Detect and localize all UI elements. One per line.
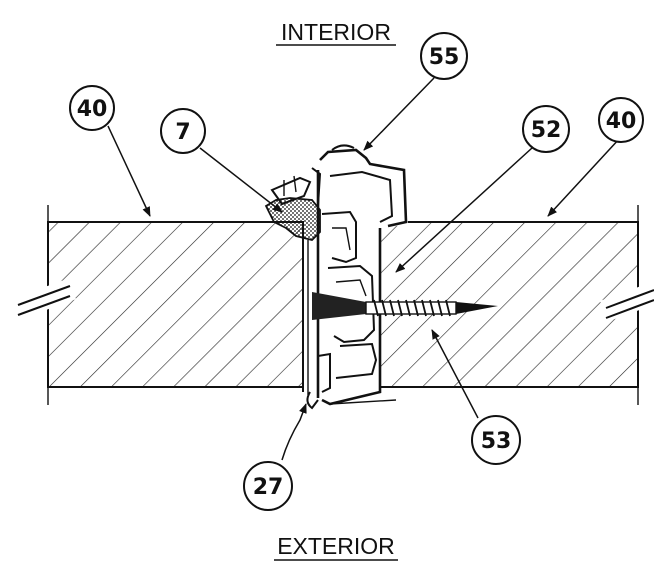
callout-40-left-text: 40 bbox=[77, 97, 108, 122]
callout-7: 7 bbox=[160, 108, 206, 154]
callout-7-text: 7 bbox=[175, 120, 190, 145]
callout-52: 52 bbox=[522, 105, 570, 153]
callout-52-text: 52 bbox=[531, 118, 562, 143]
callout-40-right: 40 bbox=[598, 97, 644, 143]
callout-27-text: 27 bbox=[253, 475, 284, 500]
interior-label: INTERIOR bbox=[281, 19, 391, 45]
callout-leaders bbox=[107, 77, 621, 461]
shim-strip bbox=[302, 222, 309, 395]
callout-55-text: 55 bbox=[429, 45, 460, 70]
interior-label-group: INTERIOR bbox=[276, 19, 396, 46]
callout-40-right-text: 40 bbox=[606, 109, 637, 134]
exterior-label: EXTERIOR bbox=[277, 533, 395, 559]
callout-27: 27 bbox=[243, 461, 293, 511]
frame-profile bbox=[306, 144, 408, 410]
callout-53-text: 53 bbox=[481, 429, 512, 454]
left-wall-section bbox=[12, 205, 304, 405]
callout-55: 55 bbox=[420, 32, 468, 80]
callout-53: 53 bbox=[471, 415, 521, 465]
fixing-screw bbox=[312, 292, 498, 320]
exterior-label-group: EXTERIOR bbox=[274, 533, 398, 561]
callout-40-left: 40 bbox=[69, 85, 115, 131]
